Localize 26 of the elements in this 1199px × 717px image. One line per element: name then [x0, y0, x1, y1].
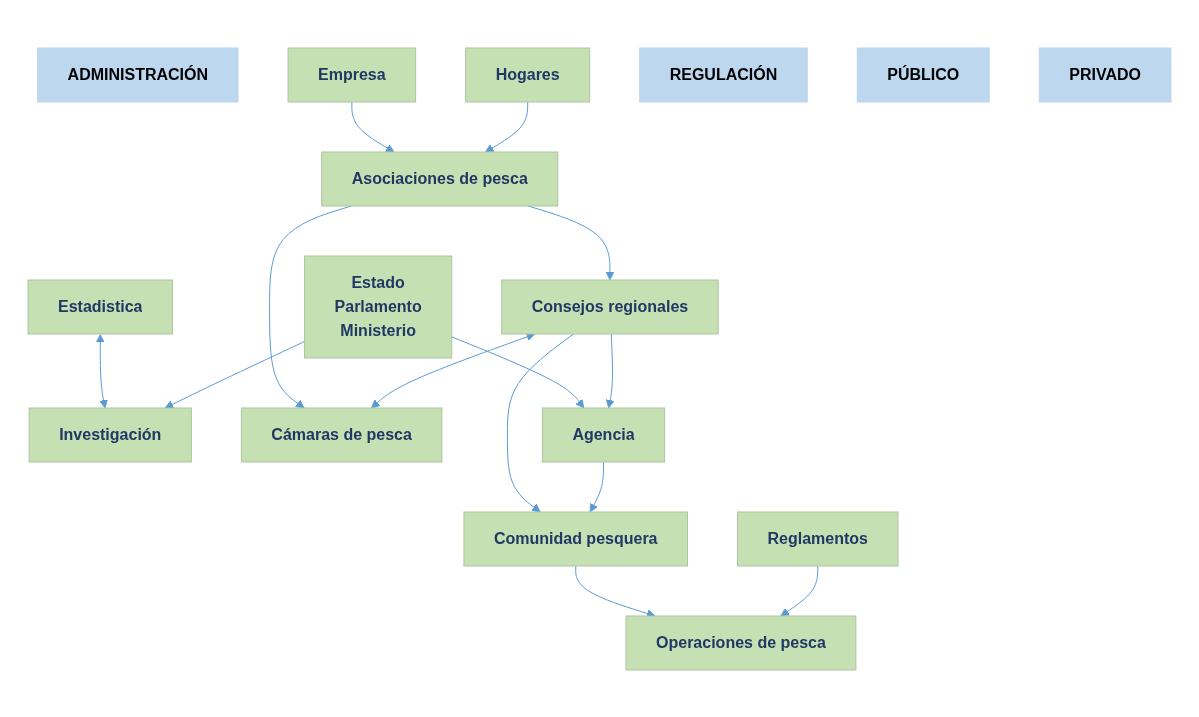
- node-box: ADMINISTRACIÓN: [37, 47, 239, 102]
- node-box: PÚBLICO: [856, 47, 990, 102]
- arrow: [371, 332, 536, 408]
- node-box: Hogares: [465, 47, 591, 102]
- node-box: Reglamentos: [737, 511, 899, 566]
- node-box: Agencia: [541, 407, 666, 462]
- arrow: [164, 340, 306, 408]
- arrow: [351, 101, 395, 152]
- arrow: [95, 333, 108, 408]
- node-box: Investigación: [28, 407, 192, 462]
- arrow: [605, 333, 615, 408]
- arrow: [451, 335, 585, 408]
- node-box: Operaciones de pesca: [625, 615, 857, 670]
- node-box: Empresa: [287, 47, 417, 102]
- arrow: [506, 333, 575, 512]
- node-box: Comunidad pesquera: [463, 511, 688, 566]
- arrow: [780, 565, 819, 616]
- node-box: Estado Parlamento Ministerio: [304, 255, 453, 358]
- node-box: Cámaras de pesca: [240, 407, 443, 462]
- node-box: PRIVADO: [1038, 47, 1172, 102]
- node-box: REGULACIÓN: [639, 47, 808, 102]
- node-box: Consejos regionales: [501, 279, 719, 334]
- arrow: [589, 461, 605, 512]
- node-box: Estadistica: [27, 279, 173, 334]
- node-box: Asociaciones de pesca: [321, 151, 559, 206]
- arrow: [485, 101, 529, 152]
